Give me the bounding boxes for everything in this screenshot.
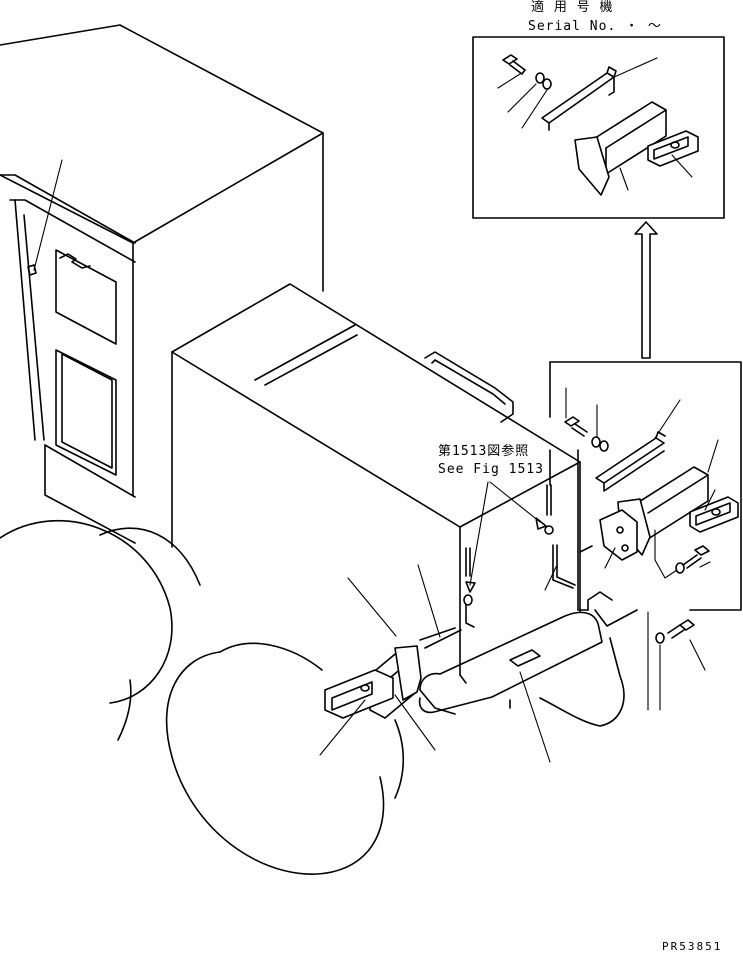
washer-icon xyxy=(599,440,609,452)
ref-note-en: See Fig 1513 xyxy=(438,462,544,477)
screw-icon xyxy=(579,545,593,553)
inset-box-lower xyxy=(549,361,742,611)
drawing-code: PR53851 xyxy=(662,940,722,953)
applicable-serial-jp: 適 用 号 機 xyxy=(531,0,613,15)
main-lamp-assembly xyxy=(319,564,456,756)
ref-leader-line xyxy=(469,481,489,586)
arrow-up-icon xyxy=(634,221,658,359)
washer-icon xyxy=(675,562,685,574)
lamp-housing-icon xyxy=(574,101,667,196)
bolt-icon xyxy=(502,54,526,75)
washer-icon xyxy=(542,78,552,90)
side-lamp-icon xyxy=(647,130,699,167)
washer-icon xyxy=(591,436,601,448)
serial-no-label: Serial No. ・ ～ xyxy=(528,19,662,34)
leader-line xyxy=(519,671,551,763)
name-plate-icon xyxy=(509,649,541,667)
arrow-head-icon xyxy=(535,517,547,530)
arrow-head-icon xyxy=(465,581,476,593)
mount-plate-icon xyxy=(599,509,638,561)
washer-icon xyxy=(535,72,545,84)
front-tire xyxy=(165,637,625,875)
bolt-icon xyxy=(667,619,695,639)
bolt-icon xyxy=(424,629,462,649)
rear-tire xyxy=(0,520,201,741)
bracket-icon xyxy=(595,431,666,492)
bolt-icon xyxy=(564,416,588,437)
bolt-icon xyxy=(682,545,710,569)
wire-harness xyxy=(463,484,576,628)
leader-line xyxy=(689,639,706,671)
inset-box-top xyxy=(472,36,725,219)
engine-hood xyxy=(171,283,638,715)
ref-note-jp: 第1513図参照 xyxy=(438,443,529,459)
cab xyxy=(0,24,324,544)
bracket-icon xyxy=(541,66,617,131)
washer-icon xyxy=(655,632,665,644)
ref-leader-line xyxy=(489,481,541,523)
side-lamp-icon xyxy=(689,496,739,533)
